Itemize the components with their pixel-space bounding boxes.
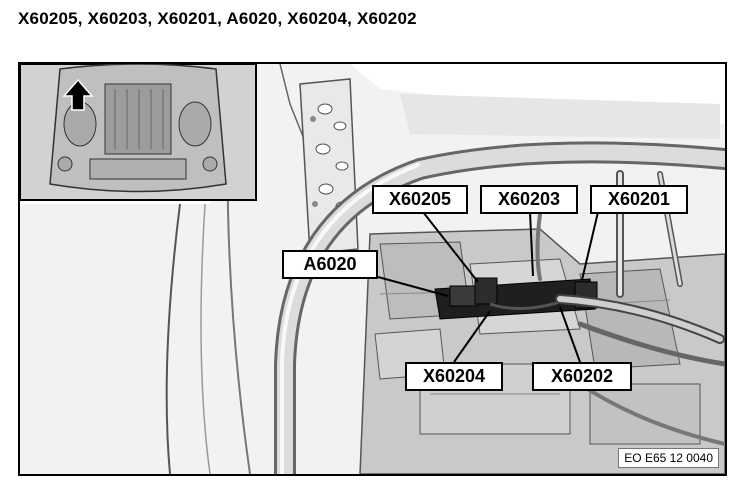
callout-x60202: X60202	[532, 362, 632, 391]
engine-bay-illustration	[20, 64, 725, 474]
callout-x60203: X60203	[480, 185, 578, 214]
callout-x60201: X60201	[590, 185, 688, 214]
tubular-frame	[274, 141, 725, 474]
page-title: X60205, X60203, X60201, A6020, X60204, X…	[18, 9, 417, 28]
connector-module	[434, 277, 598, 320]
component-location-figure: X60205 X60203 X60201 A6020 X60204 X60202…	[18, 62, 727, 476]
callout-a6020: A6020	[282, 250, 378, 279]
figure-id-label: EO E65 12 0040	[618, 448, 719, 468]
leader-lines	[377, 211, 599, 363]
callout-x60205: X60205	[372, 185, 468, 214]
location-arrow-icon	[62, 78, 94, 111]
callout-x60204: X60204	[405, 362, 503, 391]
locator-inset	[20, 64, 257, 201]
